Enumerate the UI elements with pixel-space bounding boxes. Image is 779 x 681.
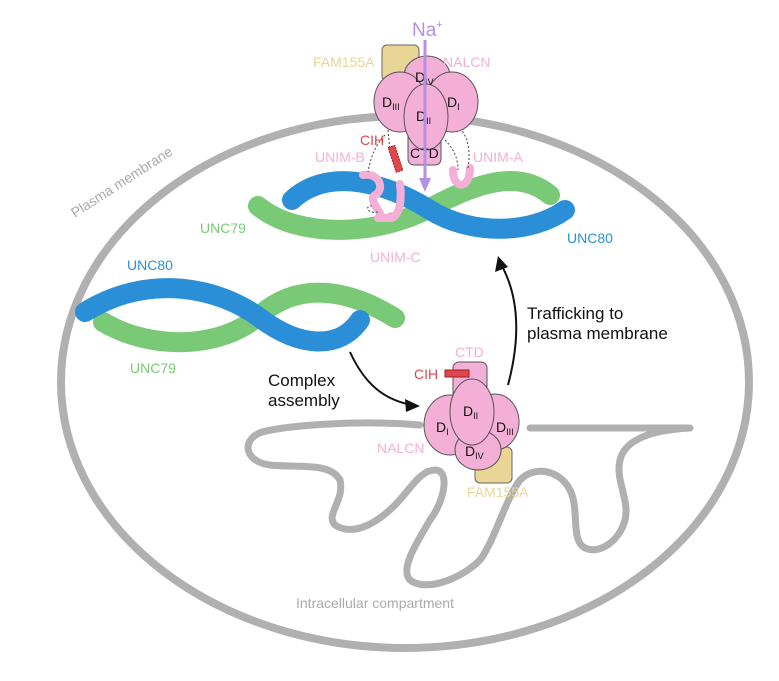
unim-a [449, 164, 474, 189]
unc79-label-left: UNC79 [130, 360, 176, 376]
cih-top [387, 144, 404, 173]
domain-i-label-bottom: DI [436, 419, 449, 437]
na-label: Na+ [412, 19, 443, 41]
domain-ii-label-top: DII [416, 108, 431, 126]
domain-iv-label-top: DIV [415, 69, 434, 87]
trafficking-arrow [501, 265, 518, 386]
unim-a-label: UNIM-A [473, 149, 523, 165]
fam155a-label-bottom: FAM155A [467, 484, 529, 500]
cih-bottom [444, 369, 470, 378]
nalcn-label-top: NALCN [443, 54, 490, 70]
unc80-strand-left [75, 278, 370, 352]
fam155a-label-top: FAM155A [313, 54, 375, 70]
unc79-label-top: UNC79 [200, 220, 246, 236]
ctd-label-bottom: CTD [455, 344, 484, 360]
nalcn-label-bottom: NALCN [377, 440, 424, 456]
cih-label-bottom: CIH [414, 366, 438, 382]
unim-b [359, 170, 386, 222]
domain-i-label-top: DI [447, 94, 460, 112]
intracellular-label: Intracellular compartment [296, 595, 454, 611]
unim-c [374, 180, 405, 222]
plasma-membrane-label: Plasma membrane [68, 143, 175, 221]
linker-dashes [367, 127, 470, 213]
unim-b-label: UNIM-B [315, 149, 365, 165]
domain-iv-label-bottom: DIV [465, 443, 484, 461]
domain-ii-label-bottom: DII [463, 403, 478, 421]
complex-assembly-arrow [349, 351, 413, 406]
domain-iii-label-top: DIII [382, 94, 400, 112]
unc80-label-top: UNC80 [567, 230, 613, 246]
unim-c-label: UNIM-C [370, 249, 421, 265]
complex-assembly-arrowhead [405, 399, 420, 412]
unc80-label-left: UNC80 [127, 257, 173, 273]
domain-ii-bottom [449, 378, 495, 446]
trafficking-arrowhead [495, 256, 508, 272]
domain-iii-label-bottom: DIII [496, 419, 514, 437]
intracellular-compartment [244, 419, 694, 589]
cih-label-top: CIH [360, 132, 384, 148]
unc80-strand-top [282, 171, 575, 239]
na-arrowhead [419, 178, 431, 192]
